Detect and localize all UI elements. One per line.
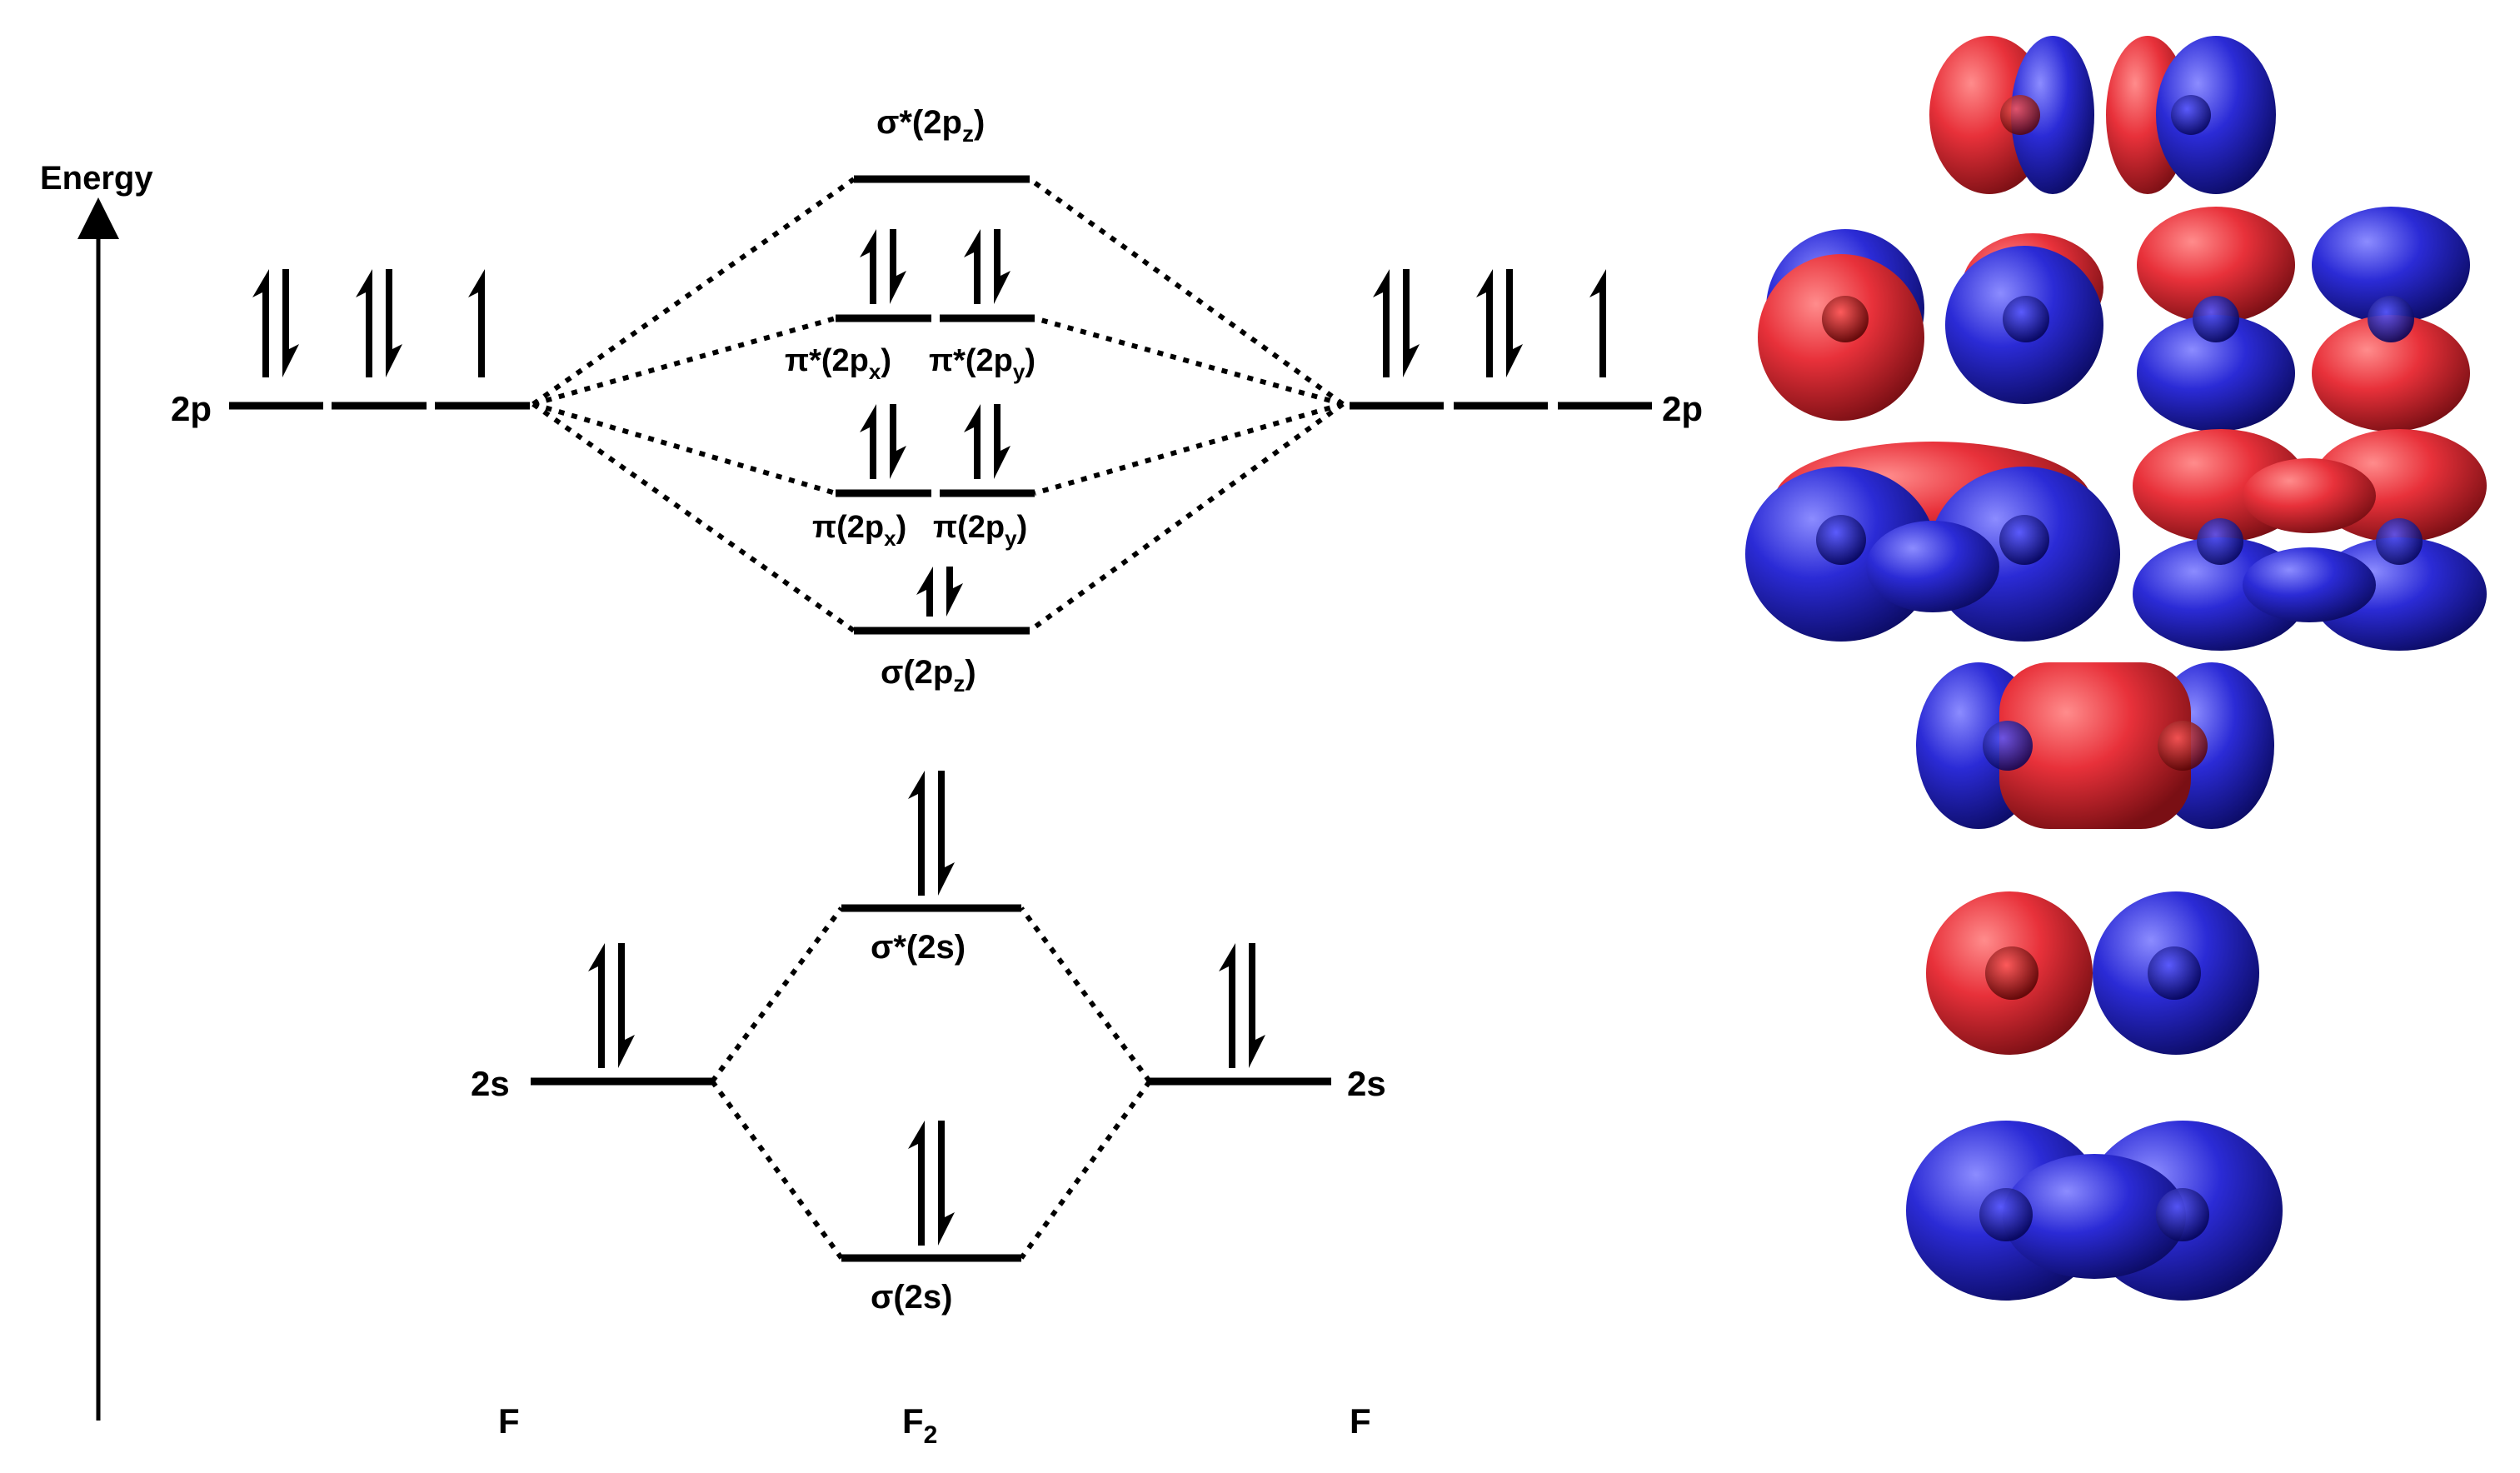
pi-star-2px-label: π*(2px): [785, 343, 891, 384]
right-2s-label: 2s: [1347, 1064, 1386, 1103]
left-2s-label: 2s: [471, 1064, 510, 1103]
electron-pair-left-2p-1: [252, 269, 299, 377]
electron-pair-sigma-star-2s: [908, 771, 955, 896]
electron-pair-left-2p-2: [356, 269, 402, 377]
right-2p-label: 2p: [1662, 389, 1703, 428]
pi-2px-isosurface: [1745, 442, 2120, 642]
pi-2py-isosurface: [2133, 429, 2487, 651]
electron-pair-right-2p-2: [1476, 269, 1523, 377]
sigma-2pz-label: σ(2pz): [881, 654, 976, 697]
electron-pair-pi-star-2py: [964, 229, 1010, 304]
sigma-2pz-isosurface: [1916, 662, 2274, 829]
electron-pair-pi-2py: [964, 404, 1010, 479]
electron-arrows: [252, 229, 1606, 1246]
sigma-2s-label: σ(2s): [871, 1279, 953, 1316]
left-2p-label: 2p: [171, 389, 212, 428]
sigma-star-2s-label: σ*(2s): [871, 929, 966, 966]
electron-pair-pi-2px: [860, 404, 906, 479]
sigma-star-2pz-label: σ*(2pz): [876, 104, 985, 147]
electron-pair-right-2p-3: [1589, 269, 1606, 377]
electron-pair-left-2s: [588, 943, 635, 1068]
pi-star-2px-isosurface: [1758, 229, 2103, 421]
sigma-2s-isosurface: [1906, 1121, 2283, 1301]
electron-pair-sigma-2s: [908, 1121, 955, 1246]
correlation-lines: [531, 177, 1345, 1260]
energy-axis-label: Energy: [40, 160, 153, 197]
right-atom-label: F: [1350, 1401, 1371, 1441]
orbital-renderings: [1745, 36, 2487, 1301]
pi-star-2py-isosurface: [2137, 207, 2470, 432]
pi-2py-label: π(2py): [933, 510, 1027, 551]
pi-star-2py-label: π*(2py): [929, 343, 1035, 384]
left-atom-label: F: [498, 1401, 520, 1441]
electron-pair-left-2p-3: [468, 269, 485, 377]
molecule-label: F2: [902, 1401, 937, 1449]
sigma-star-2pz-isosurface: [1929, 36, 2276, 194]
electron-pair-sigma-2pz: [916, 567, 963, 617]
electron-pair-right-2s: [1219, 943, 1265, 1068]
pi-2px-label: π(2px): [812, 510, 906, 551]
electron-pair-pi-star-2px: [860, 229, 906, 304]
electron-pair-right-2p-1: [1373, 269, 1420, 377]
sigma-star-2s-isosurface: [1926, 891, 2259, 1055]
